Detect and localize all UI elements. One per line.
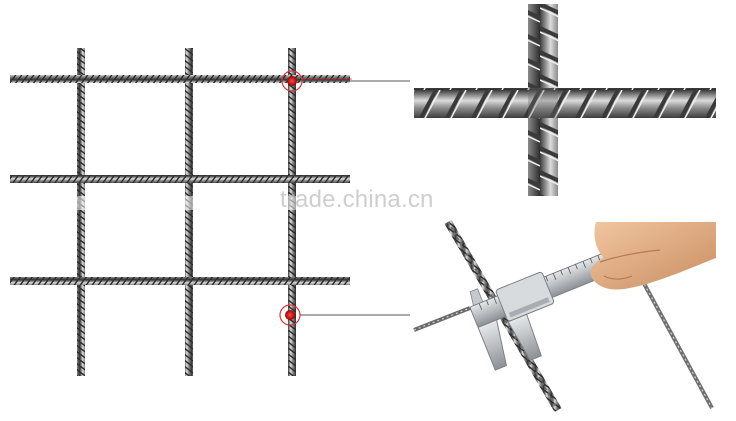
rebar-vertical-3	[288, 48, 296, 376]
welded-mesh	[10, 48, 350, 376]
hand	[590, 222, 716, 290]
rebar-horizontal-3	[10, 277, 350, 285]
weld-point-marker-bottom	[279, 304, 410, 326]
caliper-measurement-scene	[413, 219, 716, 413]
rebar-vertical-1	[77, 48, 85, 376]
rebar-horizontal-2	[10, 175, 350, 183]
weld-closeup	[414, 4, 716, 196]
rebar-vertical-2	[185, 48, 193, 376]
closeup-horizontal-bar	[414, 88, 716, 118]
weld-point-marker-top	[281, 70, 410, 92]
rebar-horizontal-1	[10, 75, 350, 83]
watermark-text: trade.china.cn	[280, 186, 434, 213]
